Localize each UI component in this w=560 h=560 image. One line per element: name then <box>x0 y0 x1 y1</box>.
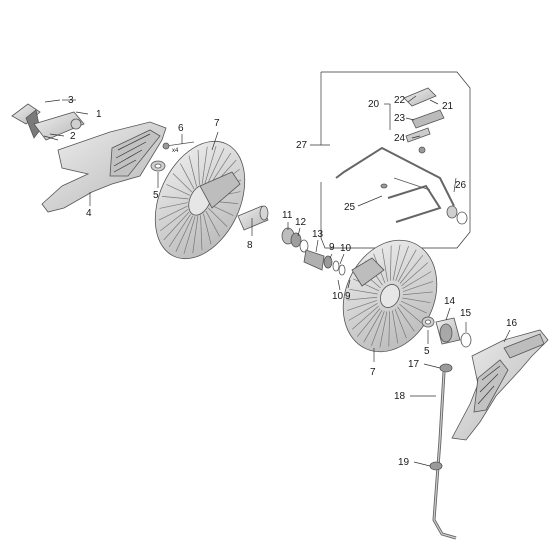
reel-spoke <box>201 146 208 184</box>
reel-spoke <box>401 300 427 314</box>
reel-spoke <box>183 216 196 254</box>
nut-5-upper <box>150 160 166 172</box>
callout-labels: 3 1 2 6 x4 7 5 4 8 11 12 13 9 10 10 9 7 … <box>68 95 518 468</box>
callout-19: 19 <box>398 457 410 468</box>
reel-spoke <box>168 214 191 248</box>
reel-spoke <box>399 303 422 324</box>
callout-13: 13 <box>312 229 324 240</box>
reel-spoke <box>192 216 199 254</box>
callout-4: 4 <box>86 208 92 219</box>
reel-spoke <box>390 245 392 281</box>
reel-spoke <box>351 305 379 330</box>
reel-spoke <box>162 195 189 200</box>
reel-spoke <box>208 207 228 227</box>
callout-24: 24 <box>394 133 406 144</box>
reel-spoke <box>175 215 193 252</box>
callout-8: 8 <box>247 240 253 251</box>
callout-27: 27 <box>296 140 308 151</box>
callout-6: 6 <box>178 123 184 134</box>
axle-sleeve-8 <box>237 205 269 231</box>
bolt-6 <box>162 141 195 150</box>
reel-spoke <box>207 148 225 185</box>
reel-drum-upper <box>154 140 246 260</box>
ring-15 <box>460 332 472 348</box>
reel-spoke <box>348 303 378 321</box>
reel-spoke <box>172 173 192 193</box>
reel-spoke <box>397 306 415 332</box>
hose-assembly <box>429 363 457 540</box>
reel-spoke <box>402 281 434 292</box>
callout-7-upper: 7 <box>214 118 220 129</box>
callout-14: 14 <box>444 296 456 307</box>
callout-22: 22 <box>394 95 406 106</box>
qty-x4-note: x4 <box>172 148 179 154</box>
swivel-joint-parts <box>281 227 346 276</box>
callout-25: 25 <box>344 202 356 213</box>
reel-spoke <box>381 248 388 282</box>
callout-10-upper: 10 <box>340 243 352 254</box>
reel-spoke <box>158 205 188 221</box>
reel-spoke <box>402 297 431 304</box>
reel-spoke <box>205 210 220 237</box>
callout-17: 17 <box>408 359 420 370</box>
callout-23: 23 <box>394 113 406 124</box>
callout-3: 3 <box>68 95 74 106</box>
reel-spoke <box>392 310 399 344</box>
callout-11: 11 <box>282 210 293 221</box>
kit-contents <box>335 87 468 225</box>
callout-20: 20 <box>368 99 380 110</box>
right-frame-bracket <box>451 329 549 441</box>
reel-spoke <box>363 309 383 343</box>
callout-9-lower: 9 <box>345 291 351 302</box>
reel-spoke <box>346 300 378 311</box>
left-frame-bracket <box>41 121 167 213</box>
callout-15: 15 <box>460 308 472 319</box>
callout-10-lower: 10 <box>332 291 344 302</box>
reel-drum-lower <box>342 239 438 353</box>
reel-spoke <box>163 211 190 241</box>
callout-7-lower: 7 <box>370 367 376 378</box>
callout-9-upper: 9 <box>329 242 335 253</box>
reel-spoke <box>399 255 424 284</box>
callout-2: 2 <box>70 131 76 142</box>
reel-spoke <box>353 278 379 292</box>
callout-18: 18 <box>394 391 406 402</box>
nut-5-lower <box>421 316 435 328</box>
crank-handle <box>11 99 85 141</box>
reel-spoke <box>356 308 381 337</box>
reel-spoke <box>395 245 409 281</box>
callout-21: 21 <box>442 101 454 112</box>
reel-spoke <box>392 244 401 281</box>
reel-spoke <box>203 213 212 245</box>
reel-spoke <box>388 311 390 347</box>
callout-26: 26 <box>455 180 467 191</box>
reel-spoke <box>379 311 388 348</box>
reel-spoke <box>397 249 417 283</box>
callout-5-lower: 5 <box>424 346 430 357</box>
callout-1: 1 <box>96 109 102 120</box>
reel-spoke <box>401 262 429 287</box>
reel-spoke <box>188 155 197 187</box>
reel-spoke <box>180 163 195 190</box>
reel-spoke <box>197 149 200 185</box>
reel-spoke <box>349 288 378 295</box>
kit-box-27 <box>320 71 471 249</box>
leader-lines <box>49 95 511 467</box>
reel-spoke <box>394 308 407 339</box>
callout-12: 12 <box>295 217 307 228</box>
callout-16: 16 <box>506 318 518 329</box>
bushing-14 <box>435 317 461 345</box>
reel-spoke <box>159 202 188 209</box>
reel-spoke <box>200 215 203 251</box>
reel-spoke <box>402 291 433 296</box>
reel-spoke <box>166 184 190 196</box>
reel-spoke <box>402 271 432 289</box>
reel-spoke <box>371 311 385 347</box>
reel-spoke <box>160 209 189 231</box>
callout-5-upper: 5 <box>153 190 159 201</box>
reel-spoke <box>347 296 378 301</box>
reel-spoke <box>204 146 217 184</box>
